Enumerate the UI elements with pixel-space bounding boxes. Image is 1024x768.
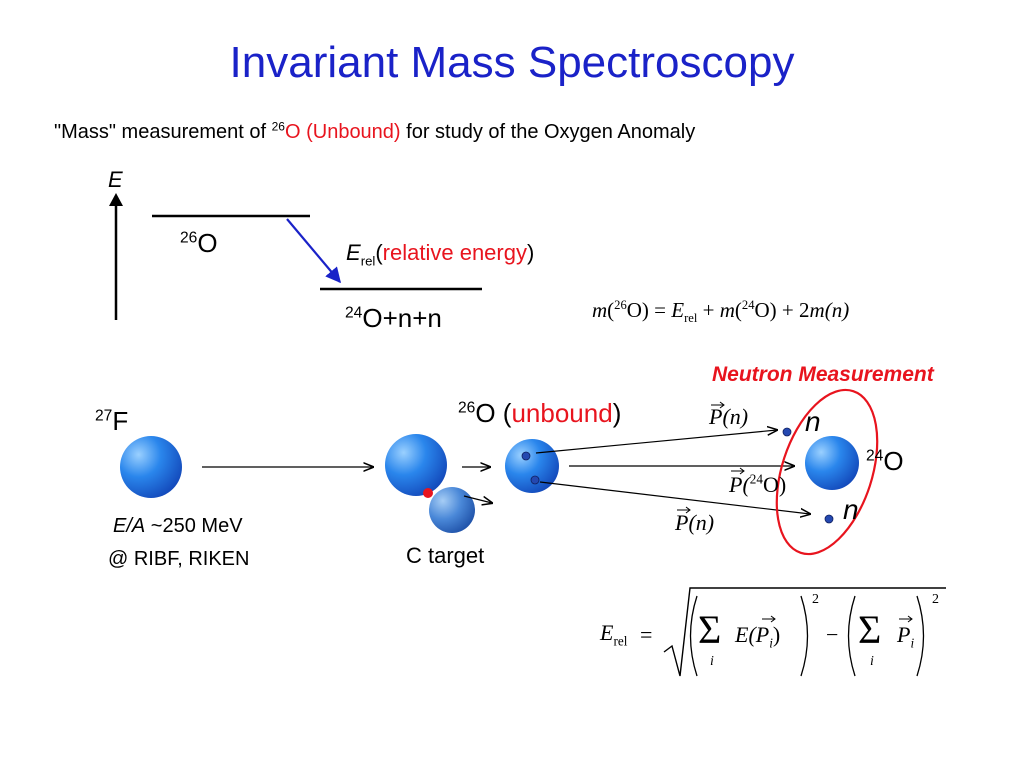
target-label: C target <box>406 543 485 568</box>
sum-symbol-1: Σ <box>698 607 722 652</box>
momentum-neutron-top-label: P(n) <box>709 404 749 429</box>
vector-arrow-1 <box>762 615 776 623</box>
o24-nucleus <box>805 436 859 490</box>
exponent-1: 2 <box>812 592 819 607</box>
neutron-measurement-highlight <box>775 388 879 556</box>
exponent-2: 2 <box>932 592 939 607</box>
o24-label: 24O <box>866 446 904 476</box>
sum-index-1: i <box>710 654 714 669</box>
vector-arrow-2 <box>899 615 913 623</box>
paren-open-1 <box>689 595 698 677</box>
vector-arrow-p-bottom <box>677 506 691 514</box>
vector-arrow-p-o24 <box>731 467 745 475</box>
paren-open-2 <box>847 595 856 677</box>
momentum-term: Pi <box>897 622 915 651</box>
momentum-neutron-bottom-label: P(n) <box>675 510 715 535</box>
upper-level-label: 26O <box>180 228 218 258</box>
erel-label: Erel(relative energy) <box>346 240 535 269</box>
energy-axis-label: E <box>108 167 123 192</box>
beam-energy-label: E/A ~250 MeV <box>113 515 243 537</box>
sqrt-sign <box>663 587 946 677</box>
energy-axis-arrowhead <box>109 193 123 206</box>
momentum-o24-label: P(24O) <box>729 471 787 497</box>
erel-equation-equals: = <box>640 622 653 647</box>
subtitle: "Mass" measurement of 26O (Unbound) for … <box>54 119 696 143</box>
neutron-bottom <box>824 514 834 524</box>
o26-neutron-2 <box>530 475 540 485</box>
neutron-trajectory-bottom <box>539 481 810 514</box>
target-recoil-arrow <box>463 495 492 503</box>
minus-sign: − <box>826 622 839 647</box>
collision-point <box>423 488 433 498</box>
lower-level-label: 24O+n+n <box>345 303 442 333</box>
neutron-top-label: n <box>805 406 821 437</box>
paren-close-1 <box>800 595 809 677</box>
mass-equation: m(26O) = Erel + m(24O) + 2m(n) <box>592 298 850 326</box>
neutron-trajectory-top <box>535 430 777 454</box>
neutron-top <box>782 427 792 437</box>
sum-symbol-2: Σ <box>858 607 882 652</box>
carbon-target <box>429 487 475 533</box>
neutron-bottom-label: n <box>843 494 859 525</box>
erel-equation-lhs: Erel <box>600 620 628 649</box>
facility-label: @ RIBF, RIKEN <box>108 548 250 570</box>
sum-index-2: i <box>870 654 874 669</box>
energy-term: E(Pi) <box>735 622 781 651</box>
paren-close-2 <box>916 595 925 677</box>
neutron-measurement-label: Neutron Measurement <box>712 363 934 386</box>
collision-projectile <box>385 434 447 496</box>
page-title: Invariant Mass Spectroscopy <box>229 38 795 87</box>
o26-nucleus <box>505 439 559 493</box>
decay-arrow <box>286 218 341 284</box>
vector-arrow-p-top <box>711 401 725 409</box>
f27-nucleus <box>120 436 182 498</box>
o26-neutron-1 <box>521 451 531 461</box>
beam-nucleus-label: 27F <box>95 406 129 436</box>
unbound-label: 26O (unbound) <box>458 398 622 428</box>
